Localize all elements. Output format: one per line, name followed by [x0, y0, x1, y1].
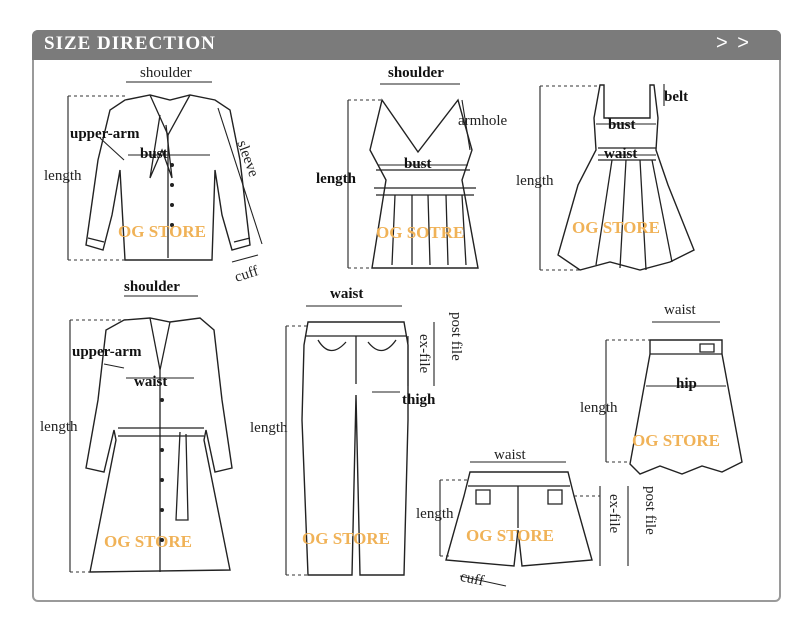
skirt-hip-label: hip	[676, 376, 697, 392]
coat-length-label: length	[40, 419, 78, 435]
shirt-upper-arm-label: upper-arm	[70, 126, 140, 142]
skirt-length-label: length	[580, 400, 618, 416]
dress-watermark: OG STORE	[572, 218, 660, 237]
pants-waist-label: waist	[330, 286, 363, 302]
coat-waist-label: waist	[134, 374, 167, 390]
tank-top-diagram: shoulder armhole bust length OG SOTRE	[316, 65, 507, 269]
tank-armhole-label: armhole	[458, 113, 507, 129]
shirt-watermark: OG STORE	[118, 222, 206, 241]
header-bar	[32, 30, 781, 60]
skirt-watermark: OG STORE	[632, 431, 720, 450]
shorts-watermark: OG STORE	[466, 526, 554, 545]
pants-diagram: waist length ex-file post file thigh OG …	[250, 286, 464, 576]
skirt-waist-label: waist	[664, 302, 696, 318]
tank-bust-label: bust	[404, 156, 432, 172]
header-title: SIZE DIRECTION	[44, 33, 216, 54]
shirt-shoulder-label: shoulder	[140, 65, 192, 81]
coat-watermark: OG STORE	[104, 532, 192, 551]
shorts-ex-file-label: ex-file	[606, 494, 622, 533]
shirt-cuff-label: cuff	[233, 263, 261, 286]
dress-bust-label: bust	[608, 117, 636, 133]
tank-length-label: length	[316, 171, 357, 187]
coat-diagram: shoulder upper-arm waist length OG STORE	[40, 279, 233, 573]
pants-thigh-label: thigh	[402, 392, 436, 408]
shirt-diagram: shoulder upper-arm bust length sleeve cu…	[44, 65, 263, 286]
shorts-length-label: length	[416, 506, 454, 522]
shorts-post-file-label: post file	[642, 486, 658, 535]
next-arrows-icon[interactable]: > >	[716, 32, 751, 54]
dress-waist-label: waist	[604, 146, 637, 162]
dress-diagram: belt bust waist length OG STORE	[516, 84, 695, 271]
pants-watermark: OG STORE	[302, 529, 390, 548]
tank-watermark: OG SOTRE	[376, 223, 464, 242]
coat-upper-arm-label: upper-arm	[72, 344, 142, 360]
coat-shoulder-label: shoulder	[124, 279, 180, 295]
shorts-waist-label: waist	[494, 447, 526, 463]
shirt-length-label: length	[44, 168, 82, 184]
pants-length-label: length	[250, 420, 288, 436]
dress-belt-label: belt	[664, 89, 688, 105]
shirt-bust-label: bust	[140, 146, 168, 162]
pants-ex-file-label: ex-file	[416, 334, 432, 373]
shorts-diagram: waist length ex-file post file cuff OG S…	[416, 447, 658, 589]
tank-shoulder-label: shoulder	[388, 65, 444, 81]
dress-length-label: length	[516, 173, 554, 189]
pants-post-file-label: post file	[448, 312, 464, 361]
shorts-cuff-label: cuff	[459, 569, 486, 590]
skirt-diagram: waist hip length OG STORE	[580, 302, 743, 475]
